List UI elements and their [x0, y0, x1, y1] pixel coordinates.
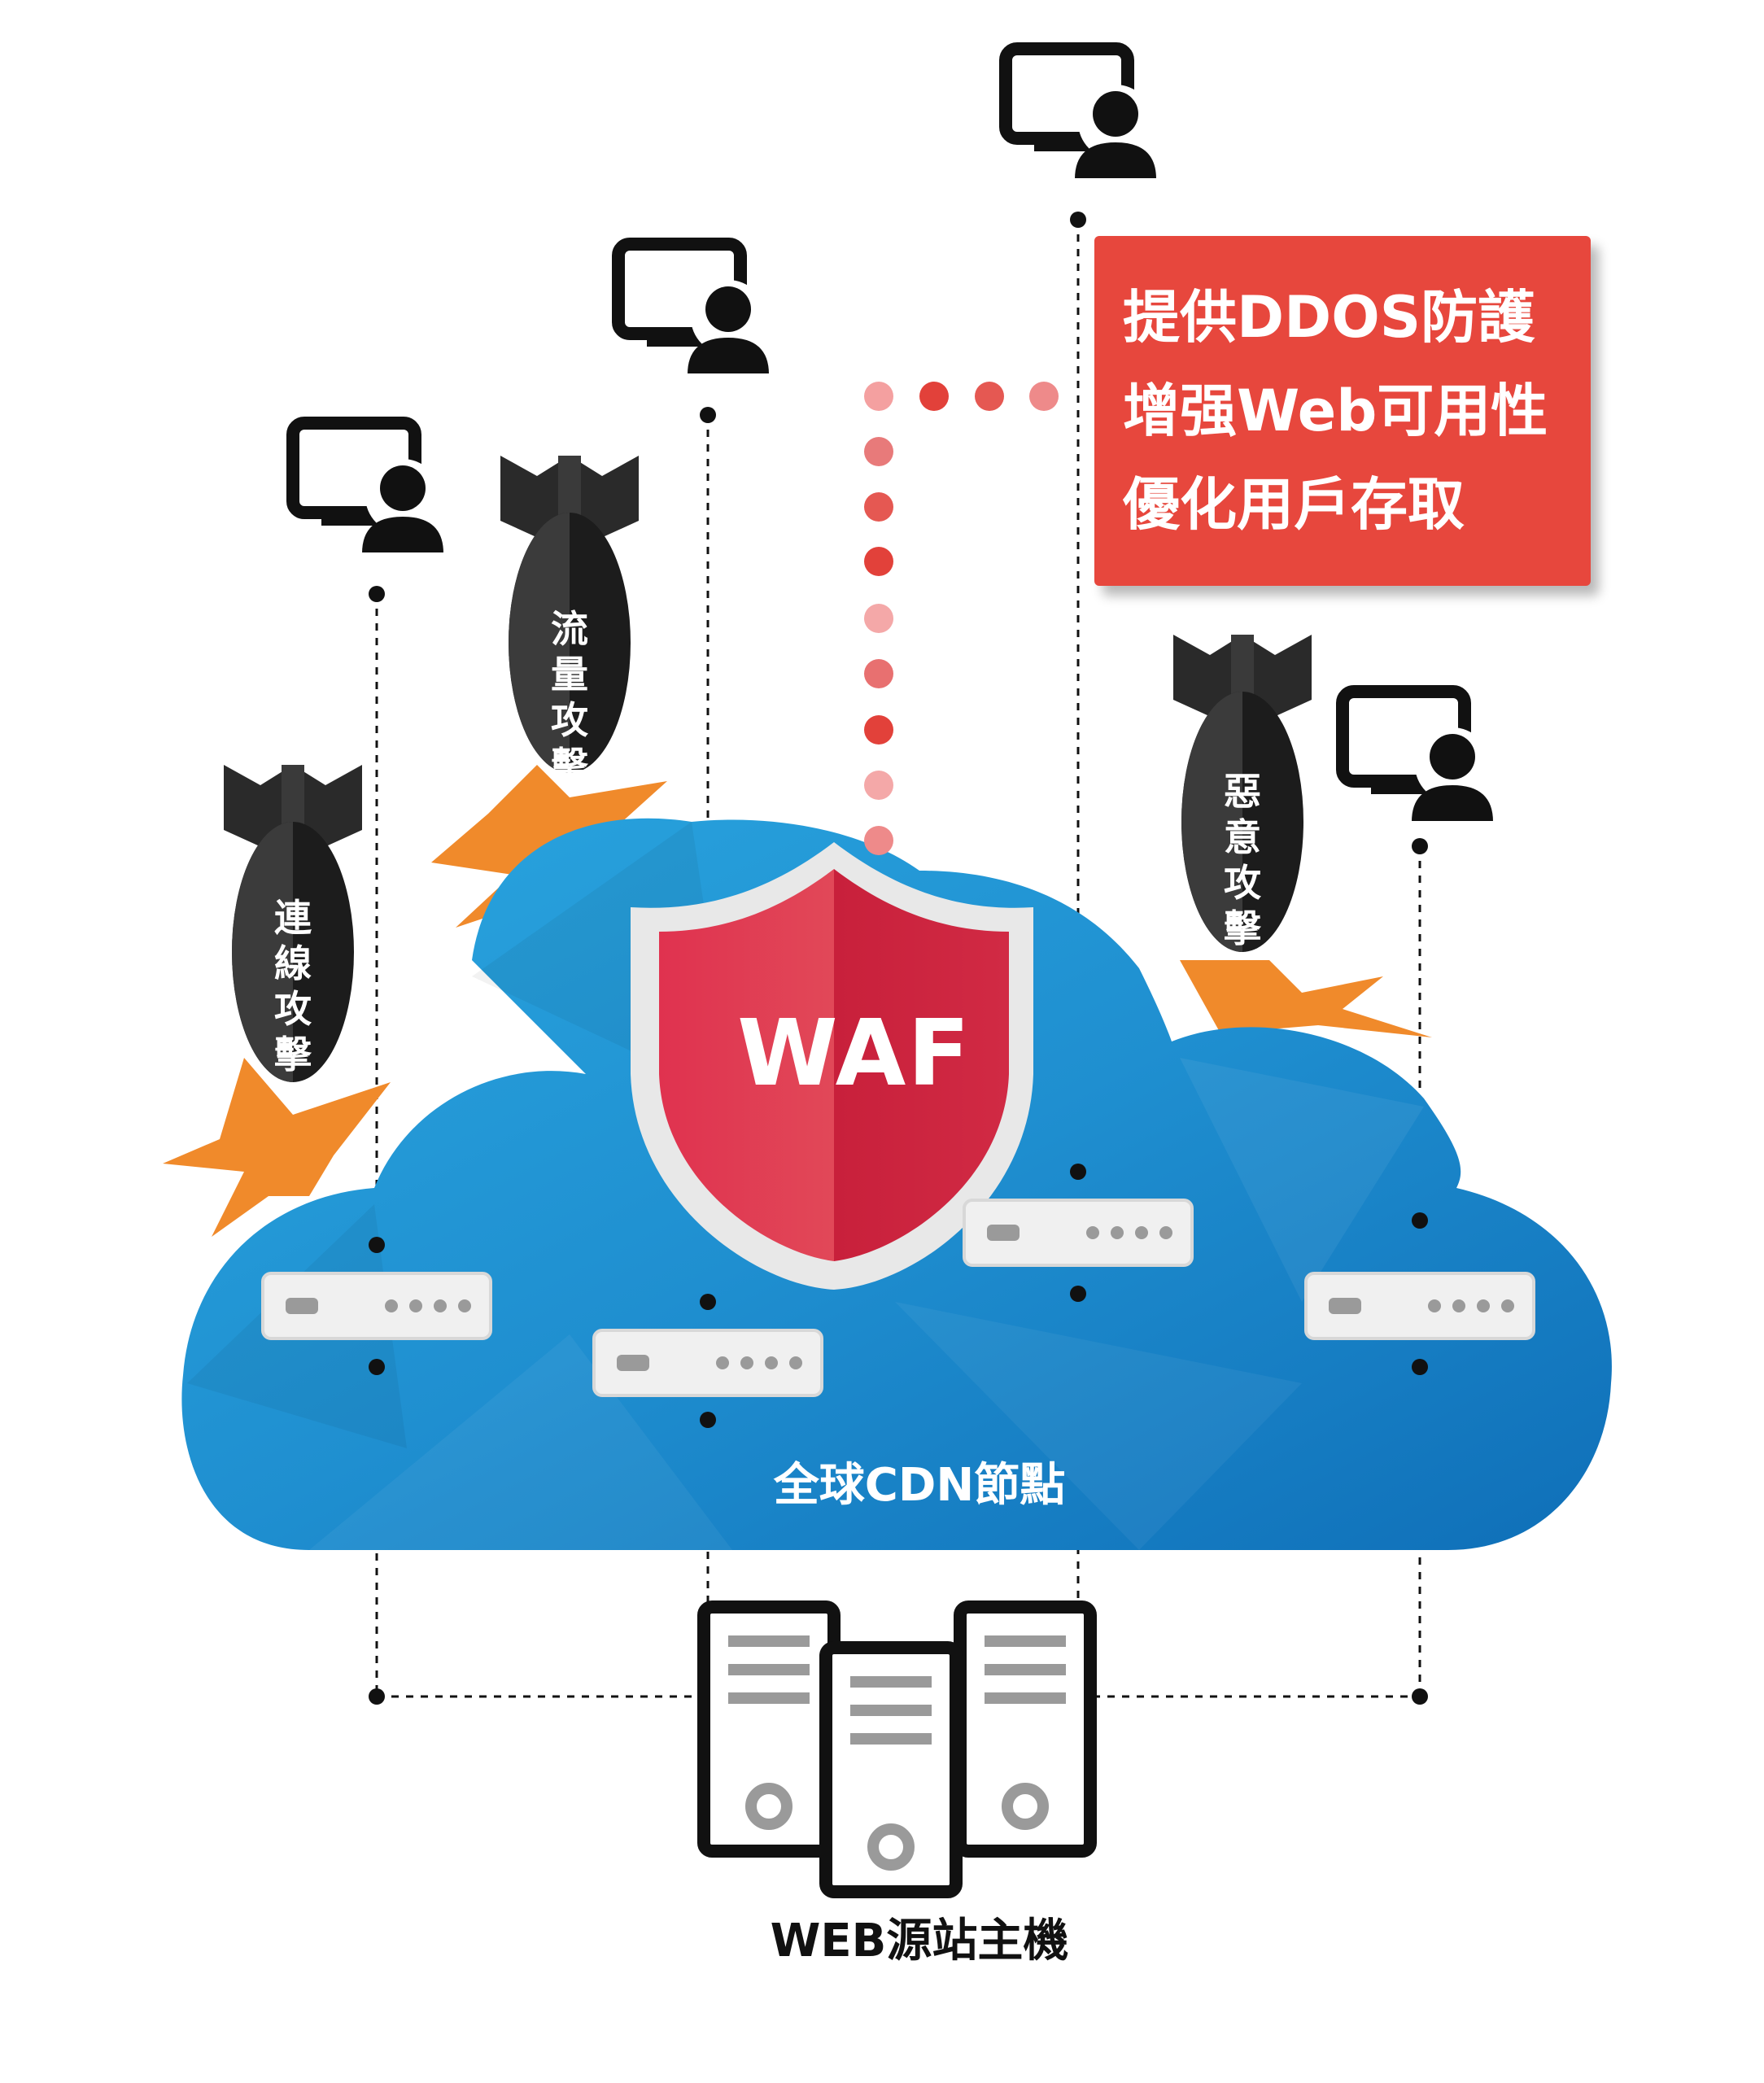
attack-label-traffic: 流 量 攻 擊 [551, 607, 588, 788]
server-node-icon [1304, 1272, 1535, 1340]
protection-dot-path [864, 382, 1059, 855]
server-node-icon [261, 1272, 492, 1340]
user-monitor-icon [293, 423, 450, 555]
shield-label: WAF [737, 1001, 972, 1107]
feature-callout: 提供DDOS防護 增强Web可用性 優化用戶存取 [1094, 236, 1591, 586]
server-node-icon [592, 1329, 823, 1397]
cdn-label: 全球CDN節點 [773, 1459, 1066, 1512]
server-rack-icon [704, 1607, 834, 1851]
user-monitor-icon [618, 244, 775, 376]
connection-dots [369, 212, 1428, 1705]
server-rack-icon [819, 1641, 963, 1898]
server-node-icon [963, 1199, 1194, 1267]
feature-line: 優化用戶存取 [1123, 471, 1465, 538]
user-monitor-icon [1006, 49, 1163, 181]
user-monitor-icon [1343, 692, 1500, 823]
server-rack-icon [960, 1607, 1090, 1851]
feature-line: 增强Web可用性 [1123, 378, 1548, 444]
attack-label-malicious: 惡 意 攻 擊 [1224, 770, 1261, 950]
attack-label-connection: 連 線 攻 擊 [274, 896, 312, 1076]
explosion-left [163, 1058, 391, 1237]
shield-icon [631, 842, 1033, 1290]
origin-server-label: WEB源站主機 [770, 1915, 1069, 1967]
explosion-right [1180, 960, 1432, 1037]
feature-line: 提供DDOS防護 [1123, 284, 1535, 351]
